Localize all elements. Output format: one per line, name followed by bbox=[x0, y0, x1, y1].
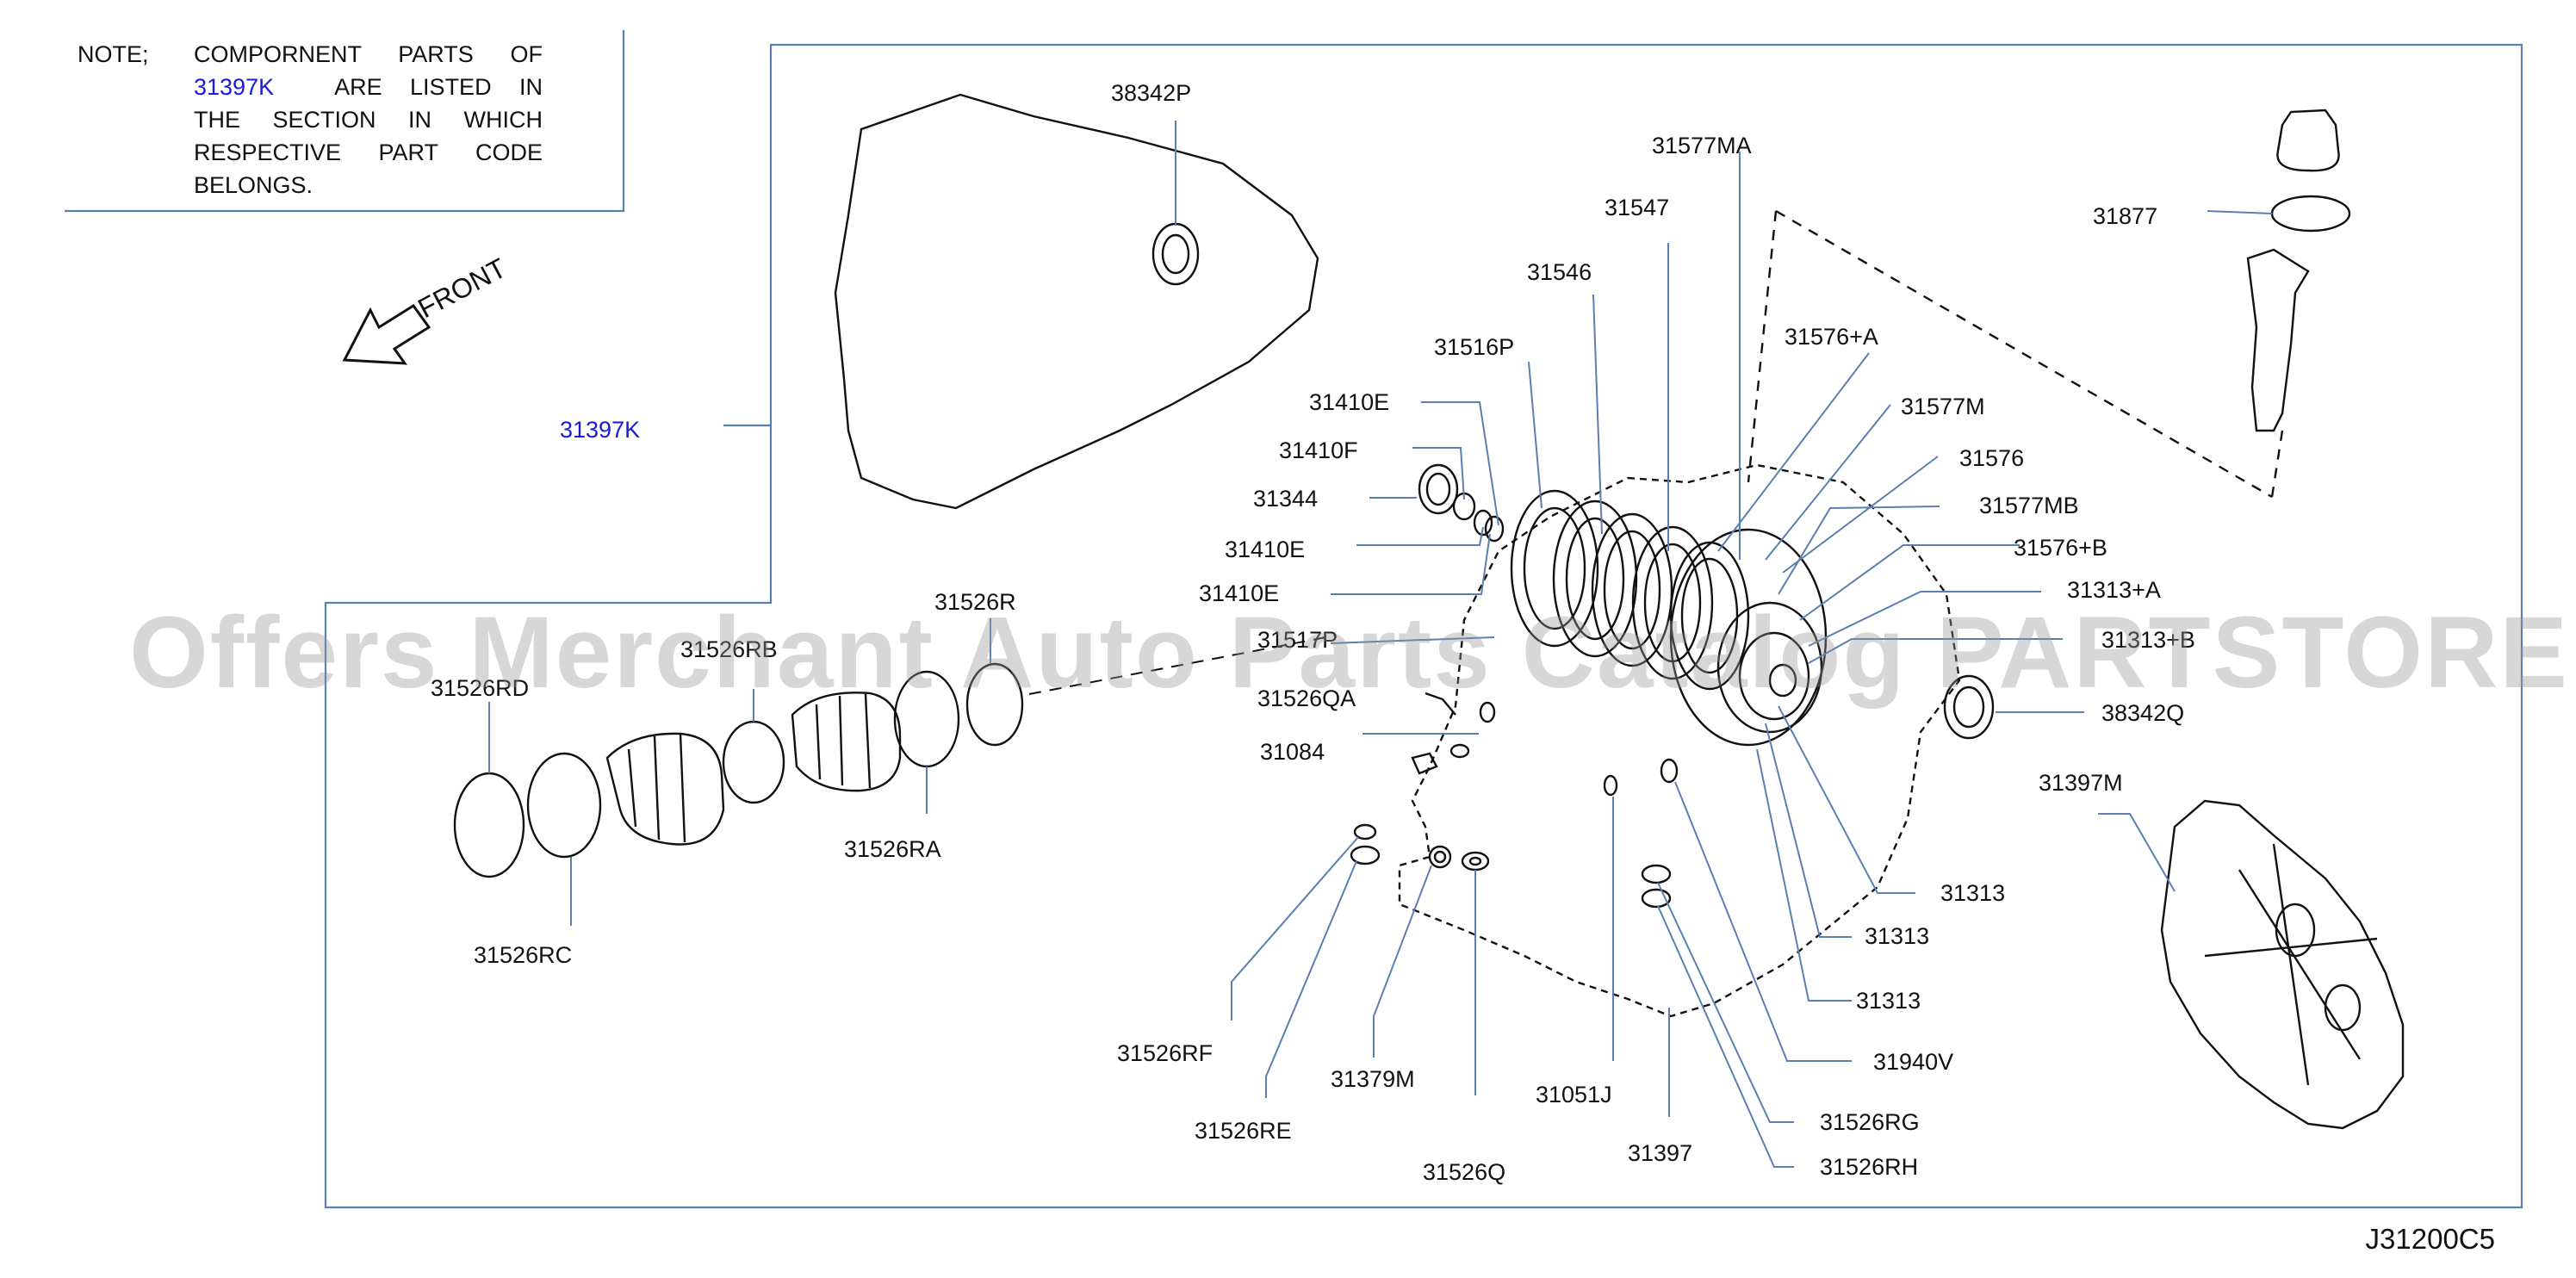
drum-31526RB-a bbox=[605, 732, 725, 846]
diagram-code: J31200C5 bbox=[2365, 1223, 2495, 1255]
label-31526RE: 31526RE bbox=[1195, 1118, 1292, 1144]
plate-31546 bbox=[1552, 499, 1638, 658]
label-31397: 31397 bbox=[1628, 1140, 1692, 1166]
ring-31526RC bbox=[526, 752, 602, 859]
ring-31526RF-top bbox=[1353, 823, 1377, 841]
note-line-3: THE SECTION IN WHICH bbox=[194, 107, 543, 133]
label-31410E-a: 31410E bbox=[1309, 389, 1389, 415]
seal-38342Q bbox=[1943, 674, 1995, 740]
oring-31877 bbox=[2270, 195, 2351, 233]
ring-31526RD bbox=[453, 772, 525, 878]
plate-31576A bbox=[1669, 541, 1750, 691]
label-31526RC: 31526RC bbox=[474, 942, 572, 968]
seal-38342P bbox=[1151, 222, 1200, 286]
label-31576: 31576 bbox=[1959, 445, 2024, 471]
drum-31313A bbox=[1716, 601, 1823, 734]
watermark: Offers Merchant Auto Parts Catalog PARTS… bbox=[129, 596, 2576, 710]
housing-31397M bbox=[2160, 799, 2405, 1130]
label-31526QA: 31526QA bbox=[1257, 686, 1356, 711]
label-31526RF: 31526RF bbox=[1117, 1040, 1213, 1066]
label-31313B: 31313+B bbox=[2101, 627, 2195, 653]
label-31313-3: 31313 bbox=[1856, 988, 1921, 1014]
ring-31344 bbox=[1418, 463, 1459, 515]
note-line-1: COMPORNENT PARTS OF bbox=[194, 41, 543, 67]
ring-31526QA bbox=[1479, 701, 1496, 723]
label-31577MA: 31577MA bbox=[1652, 133, 1752, 158]
rod-31877 bbox=[2246, 248, 2310, 432]
ring-31526RE bbox=[1350, 845, 1381, 865]
label-31526RG: 31526RG bbox=[1820, 1109, 1920, 1135]
ring-31526RG bbox=[1641, 864, 1672, 884]
oil-pan-gasket-38342P bbox=[834, 93, 1319, 510]
label-31313-1: 31313 bbox=[1940, 880, 2005, 906]
note-label: NOTE; bbox=[78, 41, 149, 67]
label-31577M: 31577M bbox=[1901, 394, 1985, 419]
label-31344: 31344 bbox=[1253, 486, 1318, 512]
assembly-ref-link[interactable]: 31397K bbox=[560, 417, 640, 443]
piston-31516P bbox=[1510, 489, 1599, 648]
label-31576A: 31576+A bbox=[1785, 324, 1878, 350]
front-arrow-icon bbox=[342, 303, 431, 365]
plate-31547 bbox=[1591, 512, 1673, 667]
label-31313A: 31313+A bbox=[2067, 577, 2161, 603]
label-31397M: 31397M bbox=[2039, 770, 2123, 796]
note-box-border bbox=[65, 30, 625, 213]
drum-31526RA-a bbox=[791, 692, 902, 792]
label-31877: 31877 bbox=[2093, 203, 2157, 229]
label-31516P: 31516P bbox=[1434, 334, 1514, 360]
label-31526RD: 31526RD bbox=[431, 675, 529, 701]
label-31526Q: 31526Q bbox=[1423, 1159, 1505, 1185]
label-31546: 31546 bbox=[1527, 259, 1592, 285]
note-line-4: RESPECTIVE PART CODE bbox=[194, 140, 543, 165]
label-31526RA: 31526RA bbox=[844, 836, 941, 862]
label-38342P: 38342P bbox=[1111, 80, 1191, 106]
label-31576B: 31576+B bbox=[2014, 535, 2107, 561]
label-31577MB: 31577MB bbox=[1979, 493, 2079, 518]
assembly-frame bbox=[324, 43, 2523, 1209]
note-line-5: BELONGS. bbox=[194, 172, 313, 198]
ring-31940V bbox=[1660, 758, 1679, 784]
label-31526RH: 31526RH bbox=[1820, 1154, 1918, 1180]
label-31547: 31547 bbox=[1605, 195, 1669, 220]
seal-31379M bbox=[1428, 845, 1452, 869]
label-31526R: 31526R bbox=[934, 589, 1016, 615]
label-31410F: 31410F bbox=[1279, 437, 1358, 463]
label-31410E-c: 31410E bbox=[1199, 580, 1279, 606]
label-31940V: 31940V bbox=[1873, 1049, 1953, 1075]
seal-31526Q bbox=[1461, 851, 1490, 872]
cap-31877 bbox=[2276, 109, 2340, 172]
front-label: FRONT bbox=[413, 252, 511, 325]
label-38342Q: 38342Q bbox=[2101, 700, 2184, 726]
label-31410E-b: 31410E bbox=[1225, 537, 1305, 562]
label-31084: 31084 bbox=[1260, 739, 1325, 765]
label-31313-2: 31313 bbox=[1865, 923, 1929, 949]
ring-31410E-a bbox=[1473, 509, 1493, 537]
ring-31051J bbox=[1603, 774, 1618, 797]
ring-31526RH bbox=[1641, 888, 1672, 909]
note-assembly-link[interactable]: 31397K bbox=[194, 74, 275, 100]
ring-31526R bbox=[965, 662, 1024, 747]
label-31051J: 31051J bbox=[1536, 1082, 1612, 1107]
transmission-case-31397 bbox=[1398, 463, 1961, 1018]
ring-31084 bbox=[1449, 743, 1470, 759]
snap-31577MA bbox=[1631, 525, 1714, 680]
label-31517P: 31517P bbox=[1257, 627, 1338, 653]
label-31379M: 31379M bbox=[1331, 1066, 1415, 1092]
ring-31526RB bbox=[722, 720, 785, 804]
label-31526RB: 31526RB bbox=[680, 636, 778, 662]
